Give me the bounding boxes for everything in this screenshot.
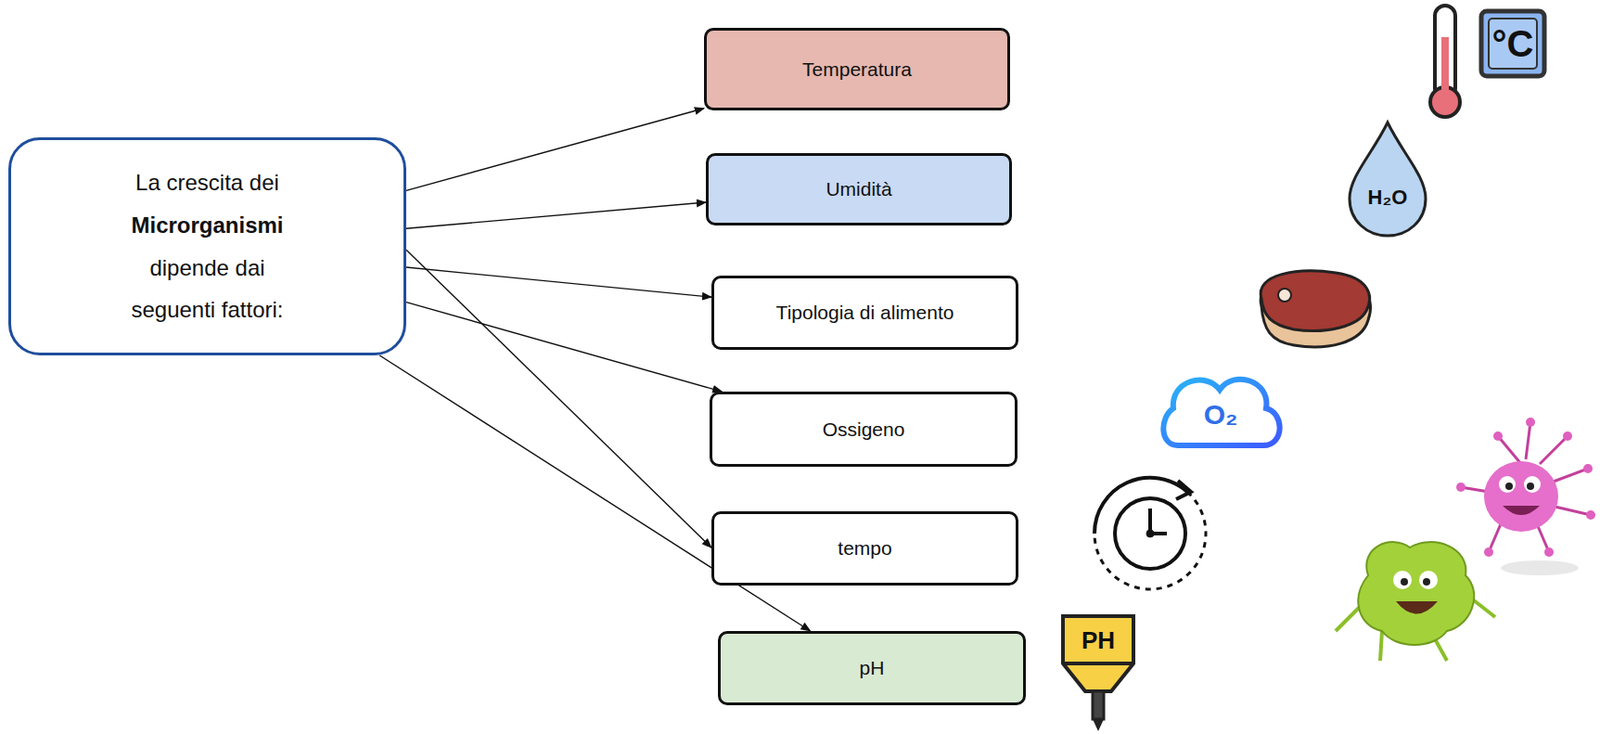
celsius-symbol: °C (1492, 23, 1535, 65)
factor-box: Tipologia di alimento (711, 275, 1019, 350)
ph-probe-icon (1062, 615, 1134, 731)
connector-arrow (406, 202, 706, 229)
factor-label: Ossigeno (822, 416, 906, 442)
steak-icon (1260, 270, 1370, 347)
connector-arrow (406, 108, 704, 192)
connector-arrow (406, 249, 712, 548)
factor-box: Umidità (705, 153, 1012, 226)
main-text: La crescita dei Microrganismi dipende da… (107, 161, 308, 331)
clock-icon (1094, 477, 1206, 589)
main-box: La crescita dei Microrganismi dipende da… (8, 137, 407, 356)
factor-box: Temperatura (704, 27, 1011, 111)
factor-label: pH (859, 654, 885, 680)
factor-label: tempo (837, 535, 892, 561)
factor-label: Tipologia di alimento (776, 299, 955, 325)
connector-arrow (406, 302, 722, 392)
factor-label: Temperatura (802, 56, 912, 82)
connector-arrow (406, 267, 712, 297)
factor-box: Ossigeno (709, 391, 1018, 467)
factor-box: tempo (711, 511, 1019, 586)
oxygen-formula: O₂ (1203, 398, 1239, 431)
factor-label: Umidità (825, 176, 892, 202)
thermometer-icon (1430, 5, 1545, 117)
microbe-green (1335, 541, 1496, 661)
microbe-pink (1456, 417, 1596, 576)
water-formula: H₂O (1368, 185, 1408, 210)
cloud-icon (1163, 379, 1280, 446)
factor-box: pH (717, 630, 1026, 705)
water-drop-icon (1349, 122, 1426, 236)
ph-probe-label: PH (1081, 626, 1115, 655)
